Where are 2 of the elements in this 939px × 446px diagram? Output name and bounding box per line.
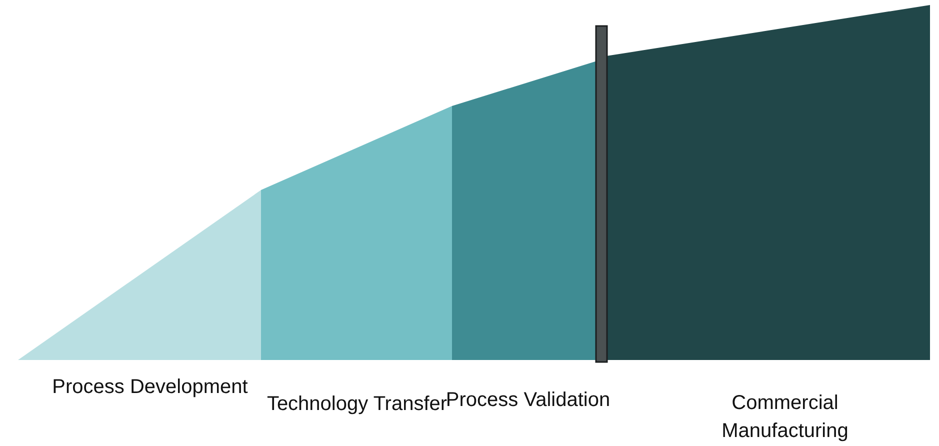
stage-label: Process Development: [51, 375, 249, 400]
stage-label: Commercial Manufacturing: [720, 391, 850, 444]
